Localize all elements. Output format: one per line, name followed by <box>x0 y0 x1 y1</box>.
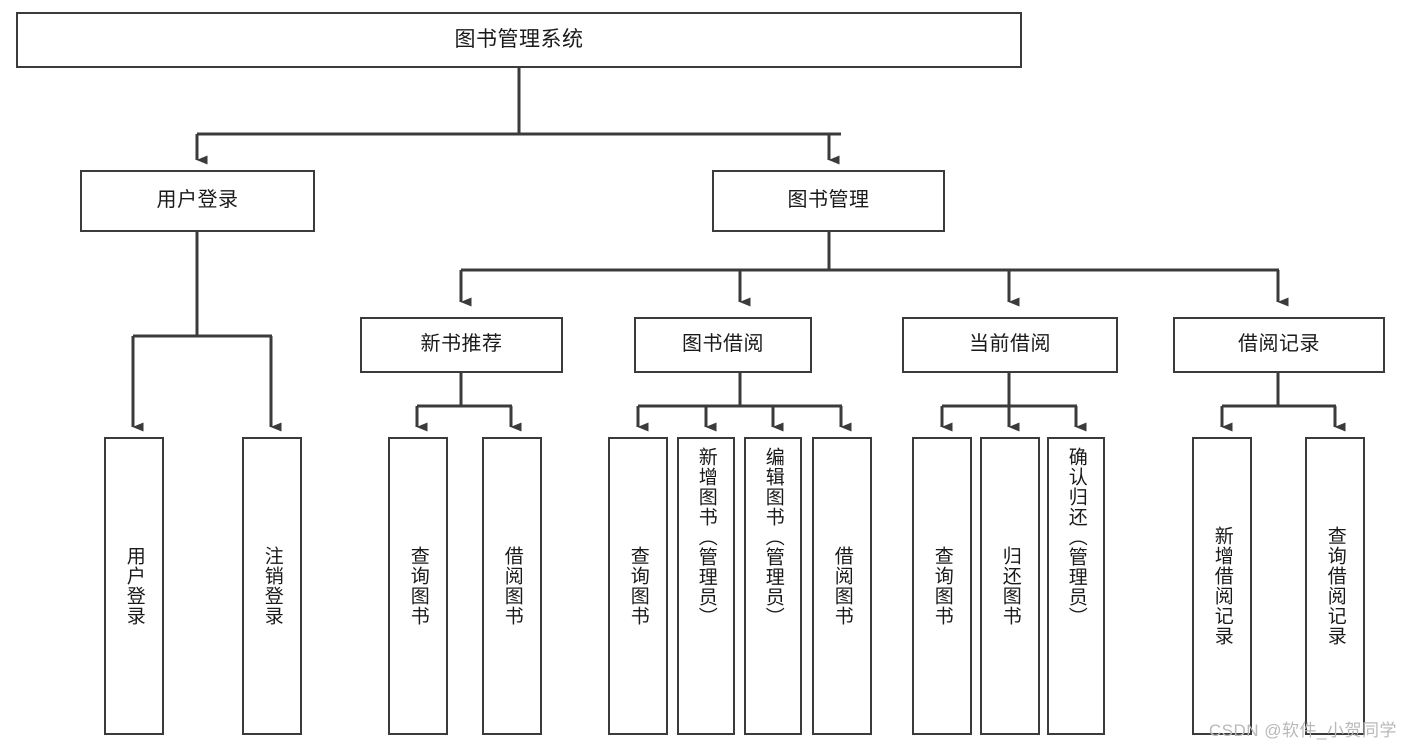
node-leaf-query-book-2-label: 查询图书 <box>627 546 649 626</box>
node-leaf-add-record-label: 新增借阅记录 <box>1211 526 1233 646</box>
node-root[interactable]: 图书管理系统 <box>16 12 1022 68</box>
node-leaf-borrow-book-2-label: 借阅图书 <box>831 546 853 626</box>
csdn-watermark: CSDN @软件_小贺同学 <box>1208 721 1397 740</box>
node-leaf-return-book[interactable]: 归还图书 <box>980 437 1040 735</box>
node-leaf-query-book-3-label: 查询图书 <box>931 546 953 626</box>
node-leaf-query-book-1-label: 查询图书 <box>407 546 429 626</box>
node-leaf-borrow-book-1[interactable]: 借阅图书 <box>482 437 542 735</box>
node-new-book-rec[interactable]: 新书推荐 <box>360 317 563 373</box>
node-leaf-borrow-book-2[interactable]: 借阅图书 <box>812 437 872 735</box>
node-leaf-logout-login-label: 注销登录 <box>261 546 283 626</box>
node-leaf-confirm-return-label: 确认归还（管理员） <box>1065 447 1087 627</box>
node-leaf-logout-login[interactable]: 注销登录 <box>242 437 302 735</box>
node-leaf-query-record-label: 查询借阅记录 <box>1324 526 1346 646</box>
node-leaf-query-record[interactable]: 查询借阅记录 <box>1305 437 1365 735</box>
node-book-manage[interactable]: 图书管理 <box>712 170 945 232</box>
node-leaf-user-login-label: 用户登录 <box>123 546 145 626</box>
node-new-book-rec-label: 新书推荐 <box>420 333 503 356</box>
node-leaf-query-book-1[interactable]: 查询图书 <box>388 437 448 735</box>
node-leaf-add-book[interactable]: 新增图书（管理员） <box>677 437 735 735</box>
node-current-borrow[interactable]: 当前借阅 <box>902 317 1118 373</box>
node-book-borrow[interactable]: 图书借阅 <box>634 317 812 373</box>
node-user-login-label: 用户登录 <box>156 189 239 212</box>
node-book-manage-label: 图书管理 <box>787 189 870 212</box>
node-root-label: 图书管理系统 <box>454 27 584 51</box>
node-leaf-user-login[interactable]: 用户登录 <box>104 437 164 735</box>
node-leaf-add-record[interactable]: 新增借阅记录 <box>1192 437 1252 735</box>
node-leaf-query-book-2[interactable]: 查询图书 <box>608 437 668 735</box>
node-leaf-edit-book[interactable]: 编辑图书（管理员） <box>744 437 802 735</box>
node-leaf-return-book-label: 归还图书 <box>999 546 1021 626</box>
node-leaf-query-book-3[interactable]: 查询图书 <box>912 437 972 735</box>
node-borrow-record[interactable]: 借阅记录 <box>1173 317 1385 373</box>
node-leaf-add-book-label: 新增图书（管理员） <box>695 447 717 627</box>
node-leaf-borrow-book-1-label: 借阅图书 <box>501 546 523 626</box>
node-current-borrow-label: 当前借阅 <box>969 333 1051 356</box>
node-book-borrow-label: 图书借阅 <box>682 333 764 356</box>
node-user-login[interactable]: 用户登录 <box>80 170 315 232</box>
node-leaf-edit-book-label: 编辑图书（管理员） <box>762 447 784 627</box>
node-borrow-record-label: 借阅记录 <box>1238 333 1320 356</box>
node-leaf-confirm-return[interactable]: 确认归还（管理员） <box>1047 437 1105 735</box>
